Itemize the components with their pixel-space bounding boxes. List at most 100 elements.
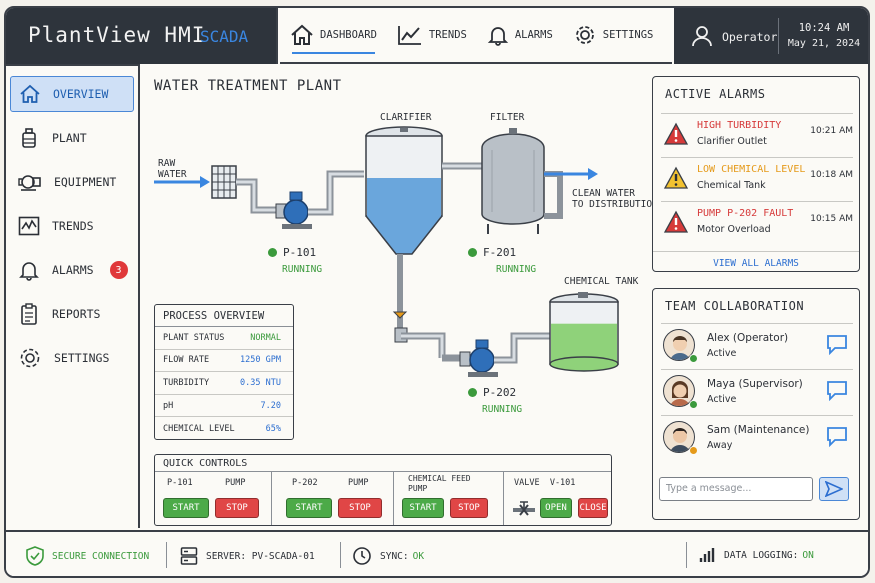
pump-p101 <box>275 191 312 229</box>
footer-divider <box>340 542 341 568</box>
page-title: WATER TREATMENT PLANT <box>154 78 342 94</box>
avatar <box>663 421 695 453</box>
warning-triangle-icon <box>663 210 689 233</box>
control-group-p101: P-101 PUMP START STOP <box>155 471 271 525</box>
sidebar-item-label: OVERVIEW <box>53 87 109 101</box>
sidebar-item-settings[interactable]: SETTINGS <box>10 340 134 376</box>
sync-status: SYNC:OK <box>352 546 424 566</box>
control-group-p202: P-202 PUMP START STOP <box>271 471 393 525</box>
team-title: TEAM COLLABORATION <box>665 299 805 313</box>
tab-alarms[interactable]: ALARMS <box>477 8 563 63</box>
filter-tank <box>481 128 545 234</box>
app-tag: SCADA <box>200 27 249 46</box>
status-dot <box>468 248 477 257</box>
sidebar-item-equipment[interactable]: EQUIPMENT <box>10 164 134 200</box>
filter-f201-status: RUNNING <box>496 264 537 275</box>
user-icon <box>692 26 712 47</box>
trend-chart-icon <box>398 26 421 45</box>
chat-icon[interactable] <box>825 379 849 401</box>
gear-icon <box>575 26 594 44</box>
footer-divider <box>686 542 687 568</box>
bell-icon <box>487 27 509 46</box>
message-input[interactable]: Type a message... <box>659 477 813 501</box>
valve-close-button[interactable]: CLOSE <box>578 498 608 518</box>
team-member: Alex (Operator) Active <box>661 323 853 369</box>
alarm-row[interactable]: LOW CHEMICAL LEVEL Chemical Tank 10:18 A… <box>661 157 853 199</box>
p101-start-button[interactable]: START <box>163 498 209 518</box>
pump-p202-status: RUNNING <box>482 404 523 415</box>
pump-p202-id[interactable]: P-202 <box>468 386 516 399</box>
sidebar-item-overview[interactable]: OVERVIEW <box>10 76 134 112</box>
pump-icon <box>18 175 41 191</box>
pump-p101-status: RUNNING <box>282 264 323 275</box>
status-dot <box>468 388 477 397</box>
alarm-row[interactable]: PUMP P-202 FAULT Motor Overload 10:15 AM <box>661 201 853 243</box>
sidebar-item-label: REPORTS <box>52 307 101 321</box>
sidebar-item-plant[interactable]: PLANT <box>10 120 134 156</box>
valve-open-button[interactable]: OPEN <box>540 498 572 518</box>
gear-icon <box>20 348 40 368</box>
team-member: Sam (Maintenance) Away <box>661 415 853 461</box>
bar-screen <box>211 165 237 199</box>
view-all-alarms-link[interactable]: VIEW ALL ALARMS <box>653 251 859 269</box>
avatar <box>663 329 695 361</box>
tab-trends[interactable]: TRENDS <box>387 8 477 63</box>
valve-icon <box>513 501 535 516</box>
chat-icon[interactable] <box>825 333 849 355</box>
tab-alarms-label: ALARMS <box>514 29 553 41</box>
user-box[interactable]: Operator 10:24 AM May 21, 2024 <box>674 8 868 64</box>
send-button[interactable] <box>819 477 849 501</box>
active-alarms-title: ACTIVE ALARMS <box>665 87 766 101</box>
shield-icon <box>26 546 44 566</box>
status-dot <box>689 446 698 455</box>
tab-dashboard[interactable]: DASHBOARD <box>280 8 387 63</box>
alarm-count-badge: 3 <box>109 261 128 279</box>
header: PlantView HMI SCADA DASHBOARD TRENDS ALA… <box>6 8 868 64</box>
p101-stop-button[interactable]: STOP <box>215 498 259 518</box>
home-icon <box>291 24 313 45</box>
control-group-chemical-feed: CHEMICAL FEED PUMP START STOP <box>393 471 503 525</box>
control-group-valve: VALVE V-101 OPEN CLOSE <box>503 471 611 525</box>
hmi-window: PlantView HMI SCADA DASHBOARD TRENDS ALA… <box>4 6 870 578</box>
team-collaboration-panel: TEAM COLLABORATION Alex (Operator) Activ… <box>652 288 860 520</box>
user-name: Operator <box>722 30 778 44</box>
filter-label: FILTER <box>490 112 525 123</box>
clean-water-label: CLEAN WATER TO DISTRIBUTION <box>572 188 658 210</box>
sidebar-item-label: SETTINGS <box>54 351 110 365</box>
pump-p101-id[interactable]: P-101 <box>268 246 316 259</box>
p202-stop-button[interactable]: STOP <box>338 498 382 518</box>
chemical-feed-start-button[interactable]: START <box>402 498 444 518</box>
p202-start-button[interactable]: START <box>286 498 332 518</box>
status-dot <box>689 400 698 409</box>
sidebar-item-label: EQUIPMENT <box>54 175 117 189</box>
clarifier-label: CLARIFIER <box>380 112 432 123</box>
server-status: SERVER: PV-SCADA-01 <box>180 546 315 566</box>
sidebar-item-trends[interactable]: TRENDS <box>10 208 134 244</box>
chat-icon[interactable] <box>825 425 849 447</box>
quick-controls-panel: QUICK CONTROLS P-101 PUMP START STOP P-2… <box>154 454 612 526</box>
alarm-row[interactable]: HIGH TURBIDITY Clarifier Outlet 10:21 AM <box>661 113 853 155</box>
chemical-tank <box>549 292 619 372</box>
signal-bars-icon <box>699 548 715 562</box>
clock-icon <box>353 547 371 565</box>
sidebar-item-reports[interactable]: REPORTS <box>10 296 134 332</box>
sidebar: OVERVIEW PLANT EQUIPMENT TRENDS ALARMS 3… <box>6 64 140 528</box>
brand: PlantView HMI SCADA <box>6 8 278 64</box>
tab-settings[interactable]: SETTINGS <box>563 8 664 63</box>
tab-settings-label: SETTINGS <box>602 29 654 41</box>
warning-triangle-icon <box>663 122 689 145</box>
home-icon <box>20 84 40 103</box>
plant-icon <box>22 128 36 148</box>
sidebar-item-label: TRENDS <box>52 219 94 233</box>
data-logging-status: DATA LOGGING:ON <box>698 546 814 564</box>
send-icon <box>825 481 843 497</box>
chemical-feed-stop-button[interactable]: STOP <box>450 498 488 518</box>
filter-f201-id[interactable]: F-201 <box>468 246 516 259</box>
status-bar: SECURE CONNECTION SERVER: PV-SCADA-01 SY… <box>6 530 868 576</box>
pump-p202 <box>459 339 498 377</box>
tab-trends-label: TRENDS <box>428 29 467 41</box>
app-name: PlantView HMI <box>28 23 206 47</box>
sidebar-item-alarms[interactable]: ALARMS 3 <box>10 252 134 288</box>
